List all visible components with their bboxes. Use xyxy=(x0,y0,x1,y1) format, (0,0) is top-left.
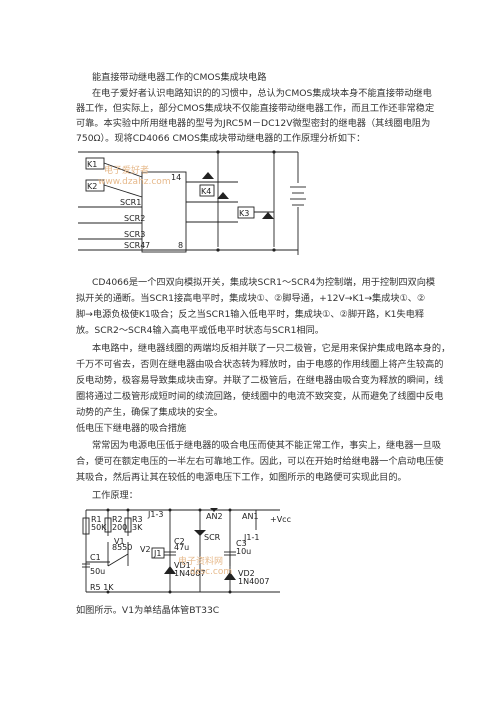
watermark-line: www.dzahz.com xyxy=(98,177,171,187)
text-line: 反电动势，极容易导致集成块击穿。并联了二极管后，在继电器由吸合变为释放的瞬间，线 xyxy=(76,375,444,386)
label-V1: V1 xyxy=(114,537,125,546)
label-AN1: AN1 xyxy=(242,512,259,521)
watermark-line: 电子资料网 xyxy=(178,555,223,567)
label-8550: 8550 xyxy=(112,543,132,552)
text-line: 放。SCR2～SCR4输入高电平或低电平时状态与SCR1相同。 xyxy=(76,325,324,336)
label-pin7: 7 xyxy=(145,241,150,250)
label-SCR: SCR xyxy=(204,533,221,542)
label-VD1-part: 1N4007 xyxy=(174,569,205,578)
label-K2: K2 xyxy=(87,182,97,191)
text-line: 器工作，但实际上，部分CMOS集成块不仅能直接带动继电器工作，而且工作还非常稳定 xyxy=(76,103,435,114)
text-line: 本电路中，继电器线圈的两端均反相并联了一只二极管，它是用来保护集成电路本身的， xyxy=(92,343,451,354)
label-R2-value: 200 xyxy=(112,523,127,532)
article-title: 能直接带动继电器工作的CMOS集成块电路 xyxy=(92,72,267,83)
label-R1-value: 50K xyxy=(91,523,107,532)
watermark-line: dzsc.com xyxy=(190,567,232,577)
label-R3: R3 xyxy=(132,515,143,524)
label-C1-value: 50u xyxy=(90,567,105,576)
label-SCR2: SCR2 xyxy=(124,214,145,223)
label-J1-1: J1-1 xyxy=(243,533,259,542)
label-VD1: VD1 xyxy=(174,561,191,570)
text-line: 在电子爱好者认识电路知识的的习惯中，总认为CMOS集成块本身不能直接带动继电 xyxy=(92,88,432,99)
label-R1: R1 xyxy=(91,515,102,524)
text-line: 750Ω）。现将CD4066 CMOS集成块带动继电器的工作原理分析如下： xyxy=(76,133,366,144)
text-line: 可靠。本实验中所用继电器的型号为JRC5M－DC12V微型密封的继电器（其线圈电… xyxy=(76,118,431,129)
work-principle-label: 工作原理： xyxy=(92,490,138,501)
label-C3-value: 10u xyxy=(236,547,251,556)
text-line: 千万不可省去，否则在继电器由吸合状态转为释放时，由于电感的作用线圈上将产生较高的 xyxy=(76,359,444,370)
label-R2: R2 xyxy=(112,515,123,524)
label-VD2: VD2 xyxy=(238,569,255,578)
cd4066-schematic: K1 K2 14 SCR1 K4 SCR2 K3 SCR3 SCR4 7 8 电… xyxy=(78,147,400,255)
label-R5: R5 1K xyxy=(90,583,114,592)
text-line: 动势的产生，确保了集成块的安全。 xyxy=(76,407,223,418)
label-vcc: +Vcc xyxy=(270,515,291,524)
label-R3-value: 3K xyxy=(132,523,143,532)
label-C2-value: 47u xyxy=(174,543,189,552)
text-line: 合，便可在额定电压的一半左右可靠地工作。因此，可以在开始时给继电器一个启动电压使 xyxy=(76,456,444,467)
label-J1-3: J1-3 xyxy=(147,510,163,519)
text-line: 圈将通过二极管形成短时间的续流回路，使线圈中的电流不致突变，从而避免了线圈中反电 xyxy=(76,391,444,402)
label-C3: C3 xyxy=(236,539,247,548)
label-K3: K3 xyxy=(239,209,249,218)
figure-caption: 如图所示。V1为单结晶体管BT33C xyxy=(76,605,220,616)
label-AN2: AN2 xyxy=(206,512,223,521)
label-V2: V2 xyxy=(140,545,151,554)
label-J1: J1 xyxy=(153,549,161,558)
label-pin8: 8 xyxy=(178,241,183,250)
label-K1: K1 xyxy=(87,160,97,169)
label-SCR3: SCR3 xyxy=(124,230,145,239)
label-pin14: 14 xyxy=(171,173,181,182)
section-heading: 低电压下继电器的吸合措施 xyxy=(76,423,187,434)
label-VD2-part: 1N4007 xyxy=(238,577,269,586)
label-C2: C2 xyxy=(174,537,185,546)
label-SCR1: SCR1 xyxy=(120,198,141,207)
text-line: 拟开关的通断。当SCR1接高电平时，集成块①、②脚导通，+12V→K1→集成块①… xyxy=(76,293,426,304)
label-K4: K4 xyxy=(201,187,211,196)
watermark-line: 电子爱好者 xyxy=(104,164,149,176)
text-line: 其吸合，然后再让其在较低的电源电压下工作，如图所示的电路便可实现此目的。 xyxy=(76,472,407,483)
text-line: CD4066是一个四双向模拟开关，集成块SCR1～SCR4为控制端，用于控制四双… xyxy=(92,277,436,288)
label-SCR4: SCR4 xyxy=(124,241,145,250)
text-line: 脚→电源负极使K1吸合；反之当SCR1输入低电平时，集成块①、②脚开路，K1失电… xyxy=(76,309,425,320)
text-line: 常常因为电源电压低于继电器的吸合电压而使其不能正常工作，事实上，继电器一旦吸 xyxy=(92,440,442,451)
relay-pullin-schematic: R1 50K R2 200 R3 3K J1-3 AN2 AN1 +Vcc V1… xyxy=(80,506,302,596)
label-C1: C1 xyxy=(90,553,101,562)
